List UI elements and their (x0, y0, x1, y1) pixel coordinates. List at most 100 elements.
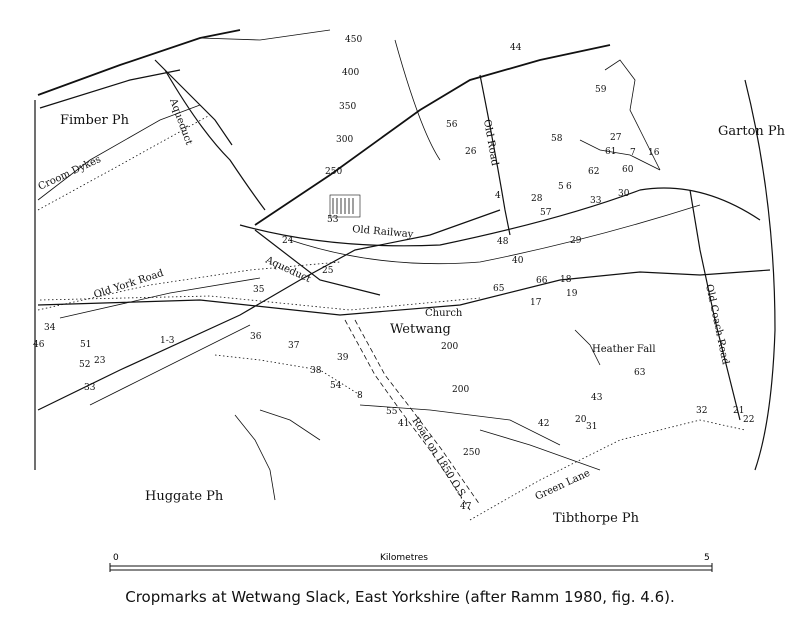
label-croom-dykes: Croom Dykes (37, 154, 103, 193)
site-number: 8 (357, 391, 363, 401)
site-number: 450 (345, 35, 362, 45)
old-coach-road-line (689, 189, 741, 421)
huggate-stream (234, 414, 276, 501)
map-boundary-east (744, 79, 776, 471)
site-number: 16 (648, 148, 660, 158)
scale-start: 0 (113, 553, 119, 563)
aqueduct-line-north (164, 69, 266, 211)
site-number: 40 (512, 256, 524, 266)
site-number: 4 (495, 191, 501, 201)
old-york-road-line-2 (59, 277, 261, 319)
label-old-road: Old Road (481, 119, 500, 168)
road-ne (254, 44, 611, 226)
road-sw-diagonal (37, 209, 501, 411)
site-number: 54 (330, 381, 342, 391)
field-line-1 (199, 29, 331, 41)
site-number: 36 (250, 332, 262, 342)
site-number: 35 (253, 285, 265, 295)
place-heather-fall: Heather Fall (592, 344, 656, 355)
site-number: 30 (618, 189, 630, 199)
label-road-1850: Road on 1850 O.S. (409, 416, 468, 501)
site-number: 59 (595, 85, 607, 95)
site-number: 29 (570, 236, 582, 246)
huggate-line-2 (259, 409, 321, 441)
label-old-railway: Old Railway (352, 224, 414, 240)
site-number: 31 (586, 422, 597, 432)
site-number: 24 (282, 236, 294, 246)
site-number: 51 (80, 340, 91, 350)
site-number: 250 (325, 167, 342, 177)
site-number: 42 (538, 419, 549, 429)
label-green-lane: Green Lane (534, 468, 592, 503)
site-number: 28 (531, 194, 543, 204)
place-wetwang: Wetwang (390, 322, 451, 337)
site-number: 63 (634, 368, 646, 378)
site-number: 43 (591, 393, 603, 403)
enclosure-cluster-53 (329, 194, 361, 218)
croom-dykes-line (37, 104, 201, 201)
place-garton: Garton Ph (718, 124, 786, 139)
site-number: 300 (336, 135, 353, 145)
site-number: 55 (386, 407, 398, 417)
place-huggate: Huggate Ph (145, 489, 224, 504)
site-number: 1-3 (160, 336, 175, 346)
site-number: 27 (610, 133, 622, 143)
site-number: 22 (743, 415, 754, 425)
site-number: 53 (327, 215, 339, 225)
label-aqueduct-north: Aqueduct (167, 96, 194, 146)
site-number: 60 (622, 165, 634, 175)
site-number: 33 (84, 383, 96, 393)
ditch-south-1 (359, 404, 561, 446)
label-church: Church (425, 308, 463, 319)
site-number: 62 (588, 167, 599, 177)
site-number: 57 (540, 208, 552, 218)
old-road-line-2 (394, 39, 441, 161)
old-york-road-line (37, 261, 341, 311)
site-number: 47 (460, 502, 472, 512)
site-number: 20 (575, 415, 587, 425)
site-number: 39 (337, 353, 349, 363)
site-number: 46 (33, 340, 45, 350)
road-fimber-north (37, 29, 241, 96)
site-number: 58 (551, 134, 563, 144)
label-old-coach-road: Old Coach Road (703, 283, 731, 366)
site-number: 33 (590, 196, 602, 206)
old-road-line (479, 74, 511, 236)
place-fimber: Fimber Ph (60, 113, 130, 128)
garton-cluster (604, 59, 661, 171)
ditch-south-2 (479, 429, 601, 471)
road-fimber-north-2 (39, 69, 181, 109)
site-number: 37 (288, 341, 300, 351)
site-number: 66 (536, 276, 548, 286)
site-number: 6 (566, 182, 572, 192)
site-number: 250 (463, 448, 480, 458)
label-aqueduct-south: Aqueduct (263, 254, 312, 285)
site-number: 38 (310, 366, 322, 376)
site-number: 7 (630, 148, 636, 158)
site-number: 19 (566, 289, 578, 299)
site-number: 17 (530, 298, 542, 308)
site-number: 65 (493, 284, 505, 294)
site-number: 61 (605, 147, 616, 157)
place-tibthorpe: Tibthorpe Ph (553, 511, 640, 526)
scale-end: 5 (704, 553, 710, 563)
site-number: 48 (497, 237, 509, 247)
site-number: 26 (465, 147, 477, 157)
site-number: 200 (452, 385, 469, 395)
site-number: 21 (733, 406, 744, 416)
road-east-west-dotted (39, 295, 481, 311)
heather-fall-enclosure (574, 329, 601, 366)
garton-cluster-2 (579, 139, 661, 171)
road-1850-line-2 (354, 319, 481, 506)
road-east-west (37, 269, 771, 316)
site-number: 56 (446, 120, 458, 130)
site-number: 25 (322, 266, 334, 276)
site-number: 400 (342, 68, 359, 78)
green-lane-line (469, 419, 746, 521)
site-number: 5 (558, 182, 564, 192)
road-1850-line (344, 319, 471, 511)
figure-caption: Cropmarks at Wetwang Slack, East Yorkshi… (125, 588, 675, 606)
site-number: 44 (510, 43, 522, 53)
site-number: 34 (44, 323, 56, 333)
label-old-york-road: Old York Road (93, 268, 166, 301)
